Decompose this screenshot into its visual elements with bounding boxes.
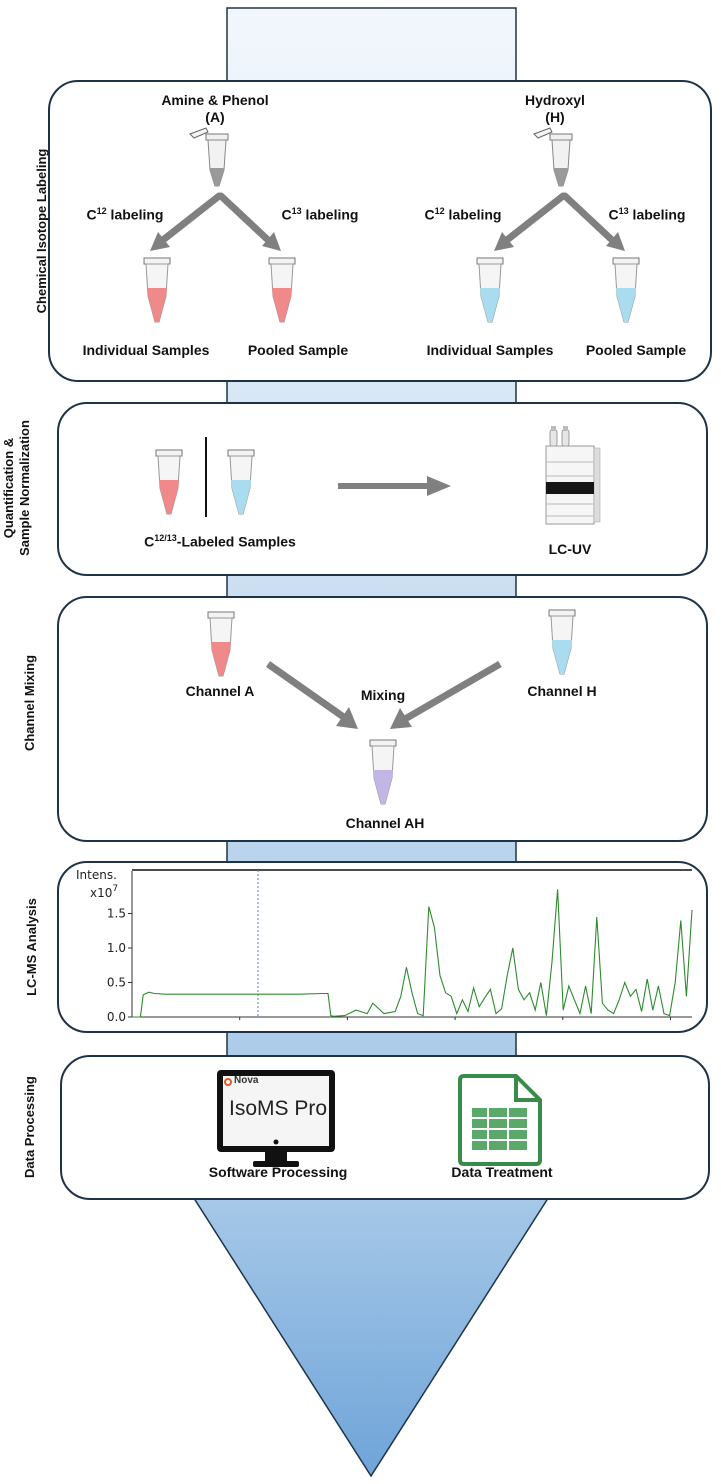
labeling-arrows — [150, 192, 625, 251]
tube-blue-pooled-icon — [612, 257, 640, 323]
channel-h-label: Channel H — [527, 683, 597, 699]
channel-a-label: Channel A — [185, 683, 255, 699]
mixing-label: Mixing — [360, 687, 406, 703]
brand-small: Nova — [234, 1075, 259, 1086]
individual-samples-a: Individual Samples — [82, 342, 210, 358]
tube-channel-ah-icon — [369, 739, 397, 805]
data-treatment-label: Data Treatment — [451, 1164, 553, 1180]
tube-red-individual-icon — [143, 257, 171, 323]
section-title-processing: Data Processing — [22, 1076, 37, 1178]
panel-data-processing — [60, 1055, 710, 1200]
c13-label-a: C13 labeling — [281, 206, 359, 223]
individual-samples-h: Individual Samples — [426, 342, 554, 358]
labeled-samples-label: C12/13-Labeled Samples — [144, 533, 296, 550]
software-processing-label: Software Processing — [208, 1164, 348, 1180]
tube-hydroxyl-empty-icon — [533, 127, 573, 187]
tube-blue-quant-icon — [227, 449, 255, 515]
group-h-name: Hydroxyl — [525, 92, 585, 108]
tube-channel-h-icon — [548, 609, 576, 675]
panel-lcms — [57, 861, 708, 1033]
yunit-base: x107 — [90, 884, 118, 900]
ylabel-text: Intens. — [76, 868, 117, 882]
quant-arrow — [338, 476, 451, 496]
divider-line — [205, 437, 207, 517]
y-tick-label: 0.5 — [107, 976, 126, 990]
monitor-icon — [217, 1070, 335, 1167]
mixing-arrows — [265, 660, 502, 729]
spreadsheet-icon — [458, 1074, 542, 1166]
group-a-code: (A) — [205, 109, 225, 125]
chromatogram-trace — [132, 889, 693, 1018]
c12-label-a: C12 labeling — [86, 206, 164, 223]
tube-blue-individual-icon — [476, 257, 504, 323]
tube-red-pooled-icon — [268, 257, 296, 323]
tube-red-quant-icon — [155, 449, 183, 515]
c12-label-h: C12 labeling — [424, 206, 502, 223]
software-name: IsoMS Pro — [228, 1097, 328, 1120]
tube-amine-empty-icon — [189, 127, 229, 187]
lc-uv-label: LC-UV — [548, 541, 592, 557]
lcms-chromatogram: Intens. x107 1.5 1.0 0.5 0.0 — [76, 868, 693, 1024]
lc-uv-instrument-icon — [545, 426, 601, 525]
channel-ah-label: Channel AH — [345, 815, 425, 831]
pooled-sample-h: Pooled Sample — [585, 342, 687, 358]
c13-label-h: C13 labeling — [608, 206, 686, 223]
group-h-code: (H) — [545, 109, 565, 125]
section-title-lcms: LC-MS Analysis — [24, 898, 39, 996]
yunit-exp-text: 7 — [112, 884, 118, 894]
y-tick-label: 0.0 — [107, 1010, 126, 1024]
group-a-name: Amine & Phenol — [161, 92, 269, 108]
y-tick-label: 1.0 — [107, 941, 126, 955]
yunit-base-text: x10 — [90, 886, 112, 900]
tube-channel-a-icon — [207, 611, 235, 677]
pooled-sample-a: Pooled Sample — [247, 342, 349, 358]
y-tick-label: 1.5 — [107, 907, 126, 921]
